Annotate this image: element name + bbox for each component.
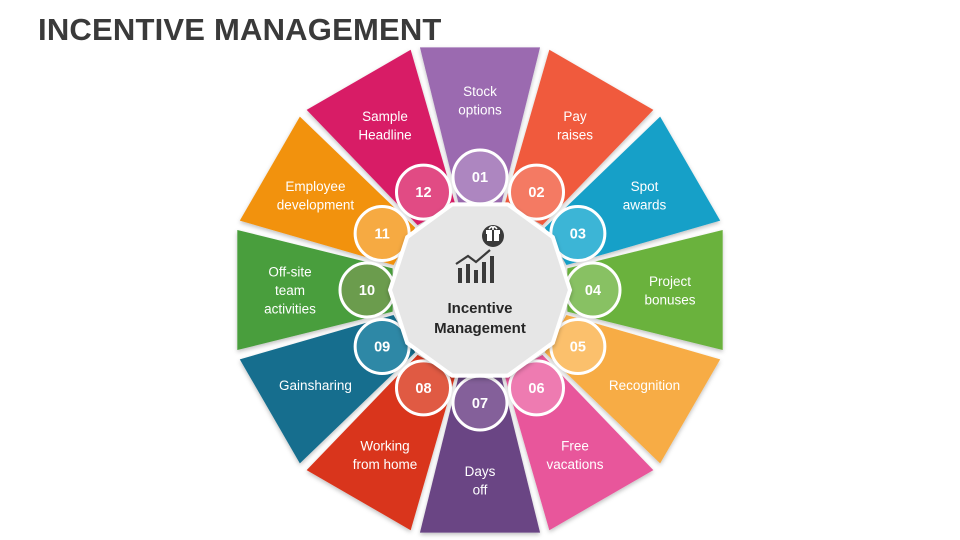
segment-label-03-line-1: Spot [631, 179, 659, 194]
page-title: INCENTIVE MANAGEMENT [38, 12, 442, 47]
segment-label-01-line-2: options [458, 102, 502, 117]
center-decagon [387, 202, 573, 378]
segment-label-04-line-2: bonuses [644, 292, 695, 307]
number-tab-06 [508, 359, 565, 417]
segment-number-11: 11 [374, 227, 389, 243]
segment-01 [419, 47, 541, 203]
segment-label-08-line-1: Working [360, 438, 409, 453]
segment-label-05-line-1: Recognition [609, 378, 680, 393]
segment-number-05: 05 [570, 340, 586, 356]
segment-label-07-line-2: off [473, 482, 488, 497]
segment-label-06-line-1: Free [561, 438, 589, 453]
center-label-line-1: Incentive [447, 300, 512, 317]
segment-number-02: 02 [528, 185, 544, 201]
growth-chart-gift-icon [455, 225, 504, 283]
number-tab-08 [395, 359, 452, 417]
segment-label-12-line-2: Headline [358, 128, 411, 143]
segment-label-12-line-1: Sample [362, 109, 408, 124]
segment-label-10-line-1: Off-site [268, 265, 311, 280]
segment-number-03: 03 [570, 227, 586, 243]
center-label-line-2: Management [434, 320, 526, 337]
segment-number-09: 09 [374, 340, 390, 356]
segment-label-09-line-1: Gainsharing [279, 378, 352, 393]
segment-number-12: 12 [415, 185, 431, 201]
segment-label-03-line-2: awards [623, 197, 667, 212]
segment-label-07-line-1: Days [465, 464, 496, 479]
segment-label-08-line-2: from home [353, 457, 418, 472]
segment-label-02-line-2: raises [557, 128, 593, 143]
segment-label-10-line-3: activities [264, 302, 316, 317]
segment-number-07: 07 [472, 396, 488, 412]
segment-number-08: 08 [415, 381, 431, 397]
segment-04 [567, 229, 723, 351]
segment-label-06-line-2: vacations [546, 457, 603, 472]
segment-label-04-line-1: Project [649, 274, 691, 289]
number-tab-02 [508, 163, 565, 221]
segment-07 [419, 377, 541, 533]
number-tab-12 [395, 163, 452, 221]
segment-label-02-line-1: Pay [563, 109, 587, 124]
segment-label-10-line-2: team [275, 283, 305, 298]
segment-label-11-line-2: development [277, 197, 355, 212]
segment-number-01: 01 [472, 170, 488, 186]
segment-10 [237, 229, 393, 351]
segment-label-01-line-1: Stock [463, 84, 497, 99]
segment-number-04: 04 [585, 283, 601, 299]
center-hub: Incentive Management [387, 202, 573, 378]
segment-label-11-line-1: Employee [285, 179, 345, 194]
segment-number-06: 06 [528, 381, 544, 397]
segment-number-10: 10 [359, 283, 375, 299]
